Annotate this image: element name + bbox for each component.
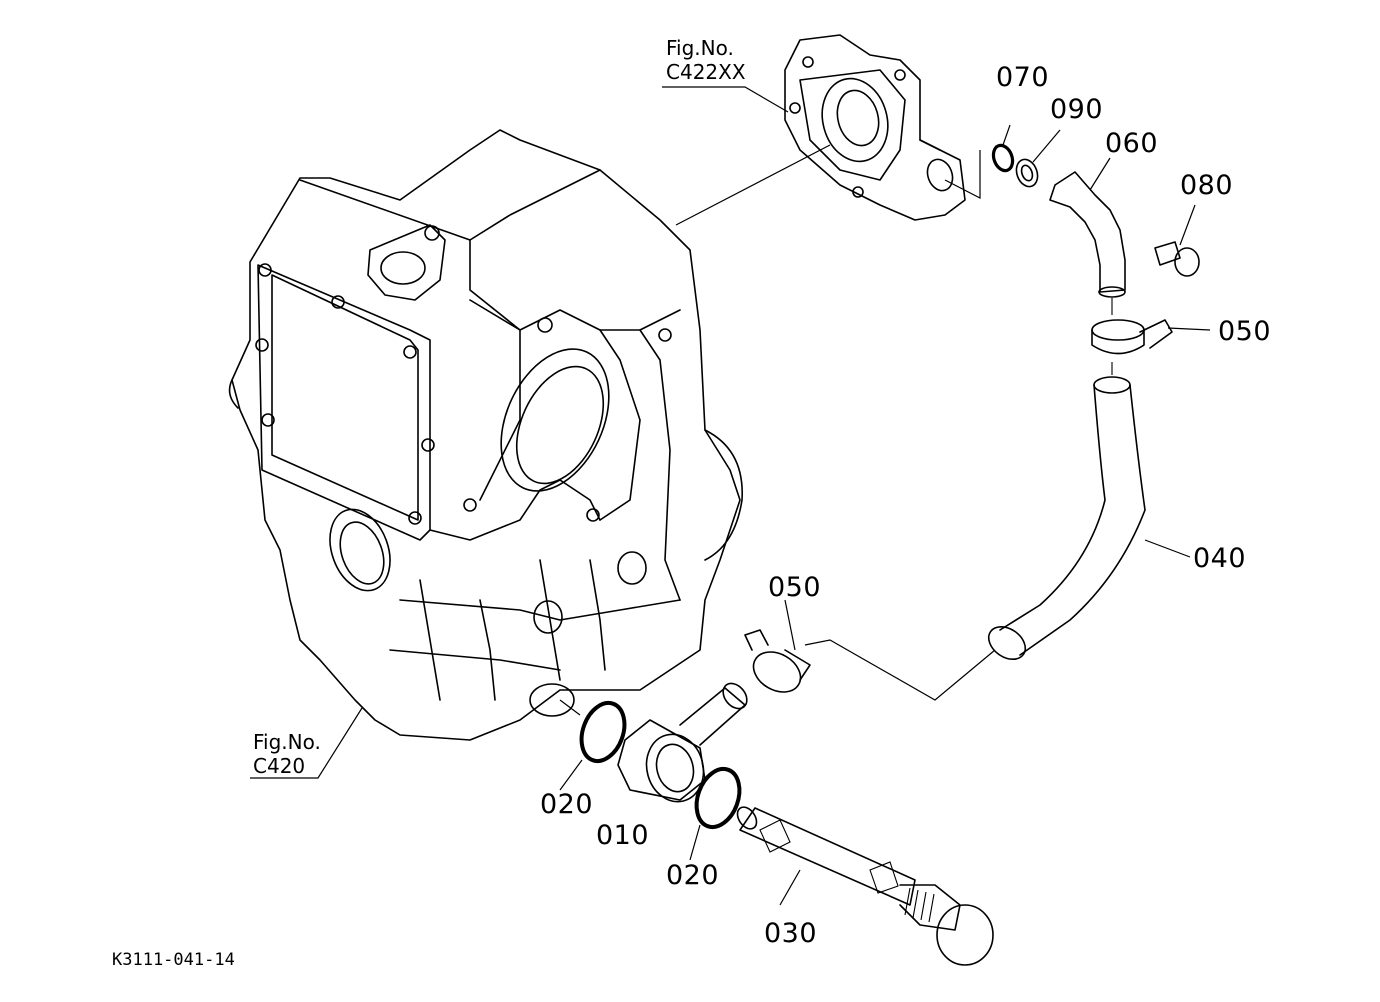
o-ring-020-right	[689, 766, 742, 861]
part-label-020-right: 020	[666, 860, 720, 891]
part-label-050-mid: 050	[768, 572, 822, 603]
part-label-020-left: 020	[540, 789, 594, 820]
o-ring-020-left	[559, 700, 627, 791]
diagram-code: K3111-041-14	[112, 950, 235, 970]
part-label-040: 040	[1193, 543, 1247, 574]
fig-ref-bottom: Fig.No. C420	[253, 730, 321, 778]
part-label-090: 090	[1050, 94, 1104, 125]
filter-body-010	[617, 682, 748, 803]
transmission-case	[228, 129, 743, 741]
hose-clamp-050-lower	[744, 599, 996, 701]
bolt-080	[1154, 204, 1200, 277]
fig-ref-top-line2: C422XX	[666, 60, 746, 84]
part-label-030: 030	[764, 918, 818, 949]
elbow-fitting-060	[1049, 157, 1126, 298]
strainer-030	[736, 806, 994, 966]
fig-ref-bottom-line2: C420	[253, 754, 306, 778]
hose-040	[987, 376, 1191, 661]
fig-ref-bottom-line1: Fig.No.	[253, 730, 321, 754]
part-label-070: 070	[996, 62, 1050, 93]
part-label-050-top: 050	[1218, 316, 1272, 347]
o-ring-070	[944, 124, 1015, 199]
part-label-060: 060	[1105, 128, 1159, 159]
fig-ref-top-line1: Fig.No.	[666, 36, 734, 60]
hose-clamp-050-upper	[1091, 298, 1211, 375]
fig-ref-top: Fig.No. C422XX	[666, 36, 746, 84]
part-label-080: 080	[1180, 170, 1234, 201]
washer-090	[1015, 129, 1061, 188]
part-label-010: 010	[596, 820, 650, 851]
pump-body	[784, 34, 966, 221]
